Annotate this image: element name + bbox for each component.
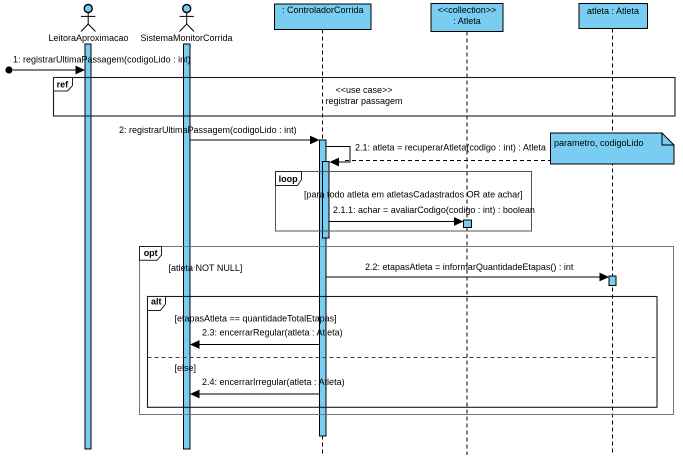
svg-text:[else]: [else] xyxy=(175,363,197,373)
svg-text:: Atleta: : Atleta xyxy=(453,16,481,26)
svg-text:2.1: atleta = recuperarAtleta(: 2.1: atleta = recuperarAtleta(codigo : i… xyxy=(355,143,546,153)
svg-text:2.1.1: achar = avaliarCodigo(c: 2.1.1: achar = avaliarCodigo(codigo : in… xyxy=(333,205,535,215)
svg-text:atleta : Atleta: atleta : Atleta xyxy=(587,6,639,16)
svg-text:<<collection>>: <<collection>> xyxy=(438,5,497,15)
svg-text:registrar passagem: registrar passagem xyxy=(325,96,402,106)
svg-text:[etapasAtleta == quantidadeTot: [etapasAtleta == quantidadeTotalEtapas] xyxy=(175,314,337,324)
svg-text:ref: ref xyxy=(57,79,70,89)
svg-text:[atleta NOT NULL]: [atleta NOT NULL] xyxy=(169,263,243,273)
svg-text:parametro, codigoLido: parametro, codigoLido xyxy=(554,138,644,148)
svg-text:2.2: etapasAtleta = informarQu: 2.2: etapasAtleta = informarQuantidadeEt… xyxy=(365,262,574,272)
svg-text:LeitoraAproximacao: LeitoraAproximacao xyxy=(48,33,128,43)
svg-text:2.3: encerrarRegular(atleta :: 2.3: encerrarRegular(atleta : Atleta) xyxy=(202,328,343,338)
svg-text:: ControladorCorrida: : ControladorCorrida xyxy=(282,5,364,15)
svg-text:2.4: encerrarIrregular(atleta: 2.4: encerrarIrregular(atleta : Atleta) xyxy=(202,377,345,387)
svg-text:SistemaMonitorCorrida: SistemaMonitorCorrida xyxy=(140,33,232,43)
svg-text:1: registrarUltimaPassagem(cod: 1: registrarUltimaPassagem(codigoLido : … xyxy=(13,55,191,65)
svg-text:<<use case>>: <<use case>> xyxy=(335,85,392,95)
svg-text:[para todo atleta em atletasCa: [para todo atleta em atletasCadastrados … xyxy=(304,190,523,200)
svg-text:2: registrarUltimaPassagem(cod: 2: registrarUltimaPassagem(codigoLido : … xyxy=(119,125,297,135)
svg-text:alt: alt xyxy=(151,297,162,307)
svg-text:opt: opt xyxy=(144,248,158,258)
svg-text:loop: loop xyxy=(279,174,298,184)
